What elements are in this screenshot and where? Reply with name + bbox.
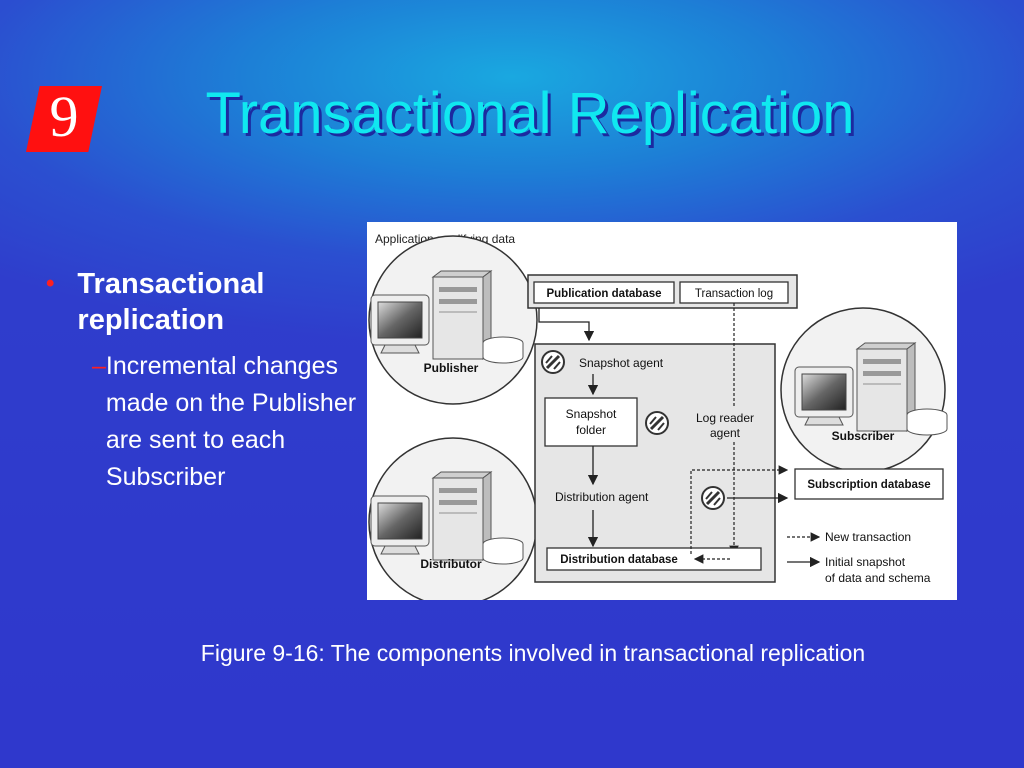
transaction-log-label: Transaction log [695,288,773,300]
distribution-agent-icon [700,485,726,511]
snapshot-agent-label: Snapshot agent [579,356,664,370]
subscriber-label: Subscriber [832,429,895,443]
snapshot-folder-label-2: folder [576,423,606,437]
log-reader-agent-icon [644,410,670,436]
publication-arrow [538,308,595,342]
legend-initial-label-2: of data and schema [825,571,931,585]
legend-initial-label-1: Initial snapshot [825,555,906,569]
chapter-badge [26,86,102,152]
sub-bullet-item: – Incremental changes made on the Publis… [40,348,360,496]
snapshot-folder-label-1: Snapshot [566,407,617,421]
legend-new-label: New transaction [825,530,911,544]
distribution-agent-label: Distribution agent [555,490,649,504]
bullet-text: Transactional replication [77,268,265,336]
snapshot-agent-icon [540,349,566,375]
distribution-db-box [546,547,762,571]
bullet-list: • Transactional replication – Incrementa… [40,266,360,496]
subscription-db-box [794,468,944,500]
distributor-label: Distributor [420,557,482,571]
subscription-db-label: Subscription database [807,479,930,491]
bullet-dot-icon: • [46,270,55,297]
publication-db-label: Publication database [546,288,661,300]
sub-bullet-text: Incremental changes made on the Publishe… [105,352,357,491]
publication-db-box [533,281,675,304]
replication-diagram: Application modifying data Publisher Dis… [368,232,948,607]
distribution-db-label: Distribution database [560,554,678,566]
replication-figure: Application modifying data Publisher Dis… [367,222,957,607]
distributor-area [534,343,776,583]
figure-caption: Figure 9-16: The components involved in … [200,640,866,666]
log-reader-label-2: agent [710,426,741,440]
new-transaction-dashed-path [690,465,789,554]
chapter-number: 9 [49,84,79,149]
snapshot-folder-box [544,397,638,447]
publisher-label: Publisher [424,361,479,375]
bullet-item: • Transactional replication [40,266,360,338]
log-reader-label-1: Log reader [696,411,754,425]
dash-icon: – [92,352,106,380]
slide-title: Transactional Replication [205,81,855,146]
